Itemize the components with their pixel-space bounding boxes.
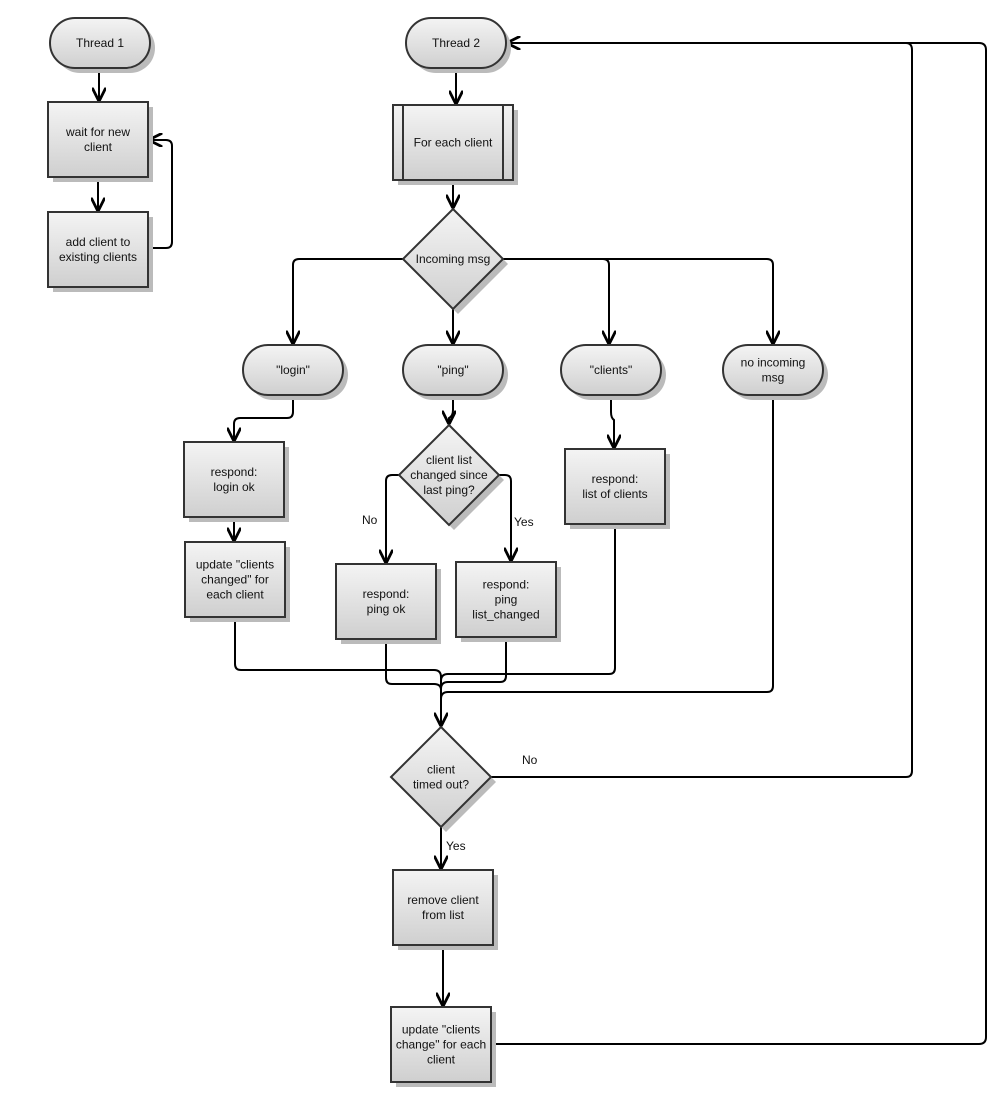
node-label-line: no incoming	[741, 356, 806, 370]
node-thread1: Thread 1	[49, 17, 155, 73]
node-label-line: each client	[206, 588, 264, 602]
node-login: "login"	[242, 344, 348, 400]
edge-login-respond	[234, 395, 294, 440]
node-label-line: respond:	[363, 587, 410, 601]
edge-timeout-no	[491, 43, 913, 778]
node-label-line: from list	[422, 908, 465, 922]
node-clients: "clients"	[560, 344, 666, 400]
node-label-line: change" for each	[396, 1038, 486, 1052]
node-label-line: "ping"	[437, 363, 468, 377]
edges	[98, 42, 987, 1045]
node-label-line: last ping?	[423, 483, 475, 497]
edge-ping-diamond	[449, 395, 453, 423]
node-label-line: update "clients	[196, 558, 274, 572]
edge-incoming-clients	[503, 258, 609, 343]
node-label-line: client	[427, 1053, 456, 1067]
node-label-line: add client to	[66, 235, 131, 249]
node-label-line: client list	[426, 453, 473, 467]
node-thread2: Thread 2	[405, 17, 511, 73]
node-label-line: existing clients	[59, 250, 137, 264]
node-label-line: Incoming msg	[416, 252, 491, 266]
node-for-each-client: For each client	[392, 104, 518, 185]
node-label-line: list of clients	[582, 487, 647, 501]
node-label-line: respond:	[483, 578, 530, 592]
node-label-line: "login"	[276, 363, 310, 377]
edge-label-yes-timeout: Yes	[446, 839, 466, 853]
node-respond-ping-ok: respond:ping ok	[335, 563, 441, 644]
node-label-line: login ok	[213, 480, 255, 494]
node-label-line: respond:	[211, 465, 258, 479]
node-label-line: client	[84, 140, 113, 154]
node-incoming-msg: Incoming msg	[401, 207, 508, 314]
edge-add-loop	[148, 140, 173, 249]
edge-update-merge	[234, 617, 442, 678]
node-label-line: respond:	[592, 472, 639, 486]
node-label-line: For each client	[414, 136, 493, 150]
node-label-line: wait for new	[65, 125, 130, 139]
edge-incoming-none	[503, 258, 773, 343]
edge-pingchanged-merge	[440, 637, 507, 690]
node-label-line: ping	[495, 593, 518, 607]
node-label-line: Thread 2	[432, 36, 480, 50]
node-label-line: Thread 1	[76, 36, 124, 50]
edge-none-merge	[440, 390, 774, 700]
edge-label-no-timeout: No	[522, 753, 538, 767]
edge-update-loop	[491, 42, 987, 1045]
node-label-line: update "clients	[402, 1023, 480, 1037]
node-label-line: changed since	[410, 468, 488, 482]
edge-label-yes: Yes	[514, 515, 534, 529]
edge-diamond-yes	[499, 474, 511, 560]
node-label-line: "clients"	[590, 363, 633, 377]
edge-incoming-login	[293, 258, 403, 343]
edge-clients-respond	[611, 395, 614, 447]
node-respond-login: respond:login ok	[183, 441, 289, 522]
edge-label-no: No	[362, 513, 378, 527]
node-label-line: msg	[762, 371, 785, 385]
node-label-line: remove client	[407, 893, 479, 907]
edge-pingok-merge	[385, 639, 442, 691]
node-label-line: changed" for	[201, 573, 269, 587]
node-respond-clients: respond:list of clients	[564, 448, 670, 529]
node-label-line: client	[427, 763, 456, 777]
node-label-line: timed out?	[413, 778, 469, 792]
node-label-line: list_changed	[472, 608, 539, 622]
edge-diamond-no	[386, 474, 399, 562]
node-label-line: ping ok	[367, 602, 407, 616]
node-ping: "ping"	[402, 344, 508, 400]
